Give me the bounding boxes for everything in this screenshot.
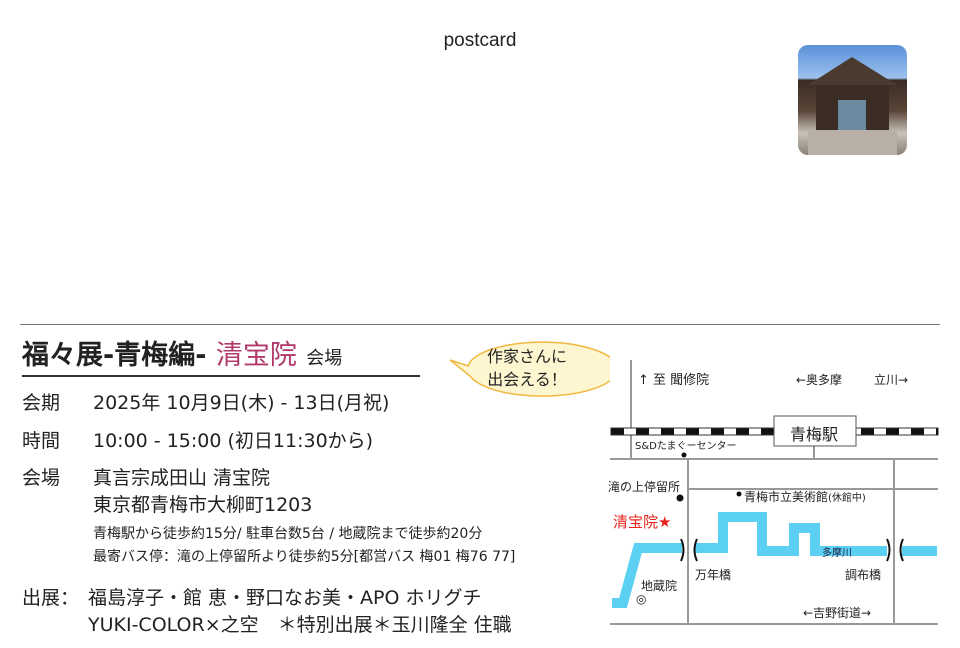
- title-underline: [22, 375, 420, 377]
- map-museum: 青梅市立美術館(休館中): [744, 490, 866, 504]
- divider: [20, 324, 940, 325]
- time-value: 10:00 - 15:00 (初日11:30から): [93, 430, 374, 452]
- title-suffix: 会場: [306, 348, 343, 369]
- map-station: 青梅駅: [790, 425, 839, 444]
- map-to-monshuin: ↑ 至 聞修院: [638, 373, 710, 388]
- access-info: 青梅駅から徒歩約15分/ 駐車台数5台 / 地蔵院まで徒歩約20分: [93, 526, 483, 542]
- map-road: ←吉野街道→: [803, 606, 872, 620]
- map-bridge-chofu: 調布橋: [845, 568, 882, 582]
- speech-bubble: [449, 341, 610, 397]
- period-value: 2025年 10月9日(木) - 13日(月祝): [93, 392, 390, 414]
- map-tachikawa: 立川→: [874, 373, 909, 387]
- bubble-text: 作家さんに出会える！: [486, 347, 567, 389]
- event-title: 福々展-青梅編- 清宝院 会場: [22, 333, 342, 372]
- map-bridge-mannen: 万年橋: [695, 568, 732, 582]
- title-main: 福々展-青梅編-: [22, 340, 207, 371]
- map-okutama: ←奥多摩: [796, 373, 843, 387]
- exhibitors-label: 出展：: [22, 587, 80, 609]
- temple-photo: [798, 45, 907, 155]
- venue-label: 会場: [22, 467, 61, 489]
- venue-name: 真言宗成田山 清宝院: [93, 467, 271, 489]
- title-venue: 清宝院: [215, 340, 297, 371]
- map-bus-stop: 滝の上停留所: [608, 480, 681, 494]
- jizoin-mark-icon: ◎: [636, 592, 647, 606]
- map-center: S&Dたまぐーセンター: [635, 441, 737, 452]
- period-label: 会期: [22, 392, 61, 414]
- star-icon: ★: [658, 513, 672, 531]
- map-jizoin: 地蔵院: [641, 579, 678, 593]
- map-river: 多摩川: [822, 548, 852, 559]
- postcard-label: postcard: [443, 30, 517, 51]
- venue-address: 東京都青梅市大柳町1203: [93, 494, 313, 516]
- exhibitors-line1: 福島淳子・館 恵・野口なお美・APO ホリグチ: [88, 587, 482, 609]
- map-temple: 清宝院★: [613, 513, 672, 531]
- exhibitors-line2: YUKI-COLOR×之空 ＊特別出展＊玉川隆全 住職: [88, 614, 512, 636]
- bus-info: 最寄バス停：滝の上停留所より徒歩約5分[都営バス 梅01 梅76 77]: [93, 549, 516, 565]
- time-label: 時間: [22, 430, 61, 452]
